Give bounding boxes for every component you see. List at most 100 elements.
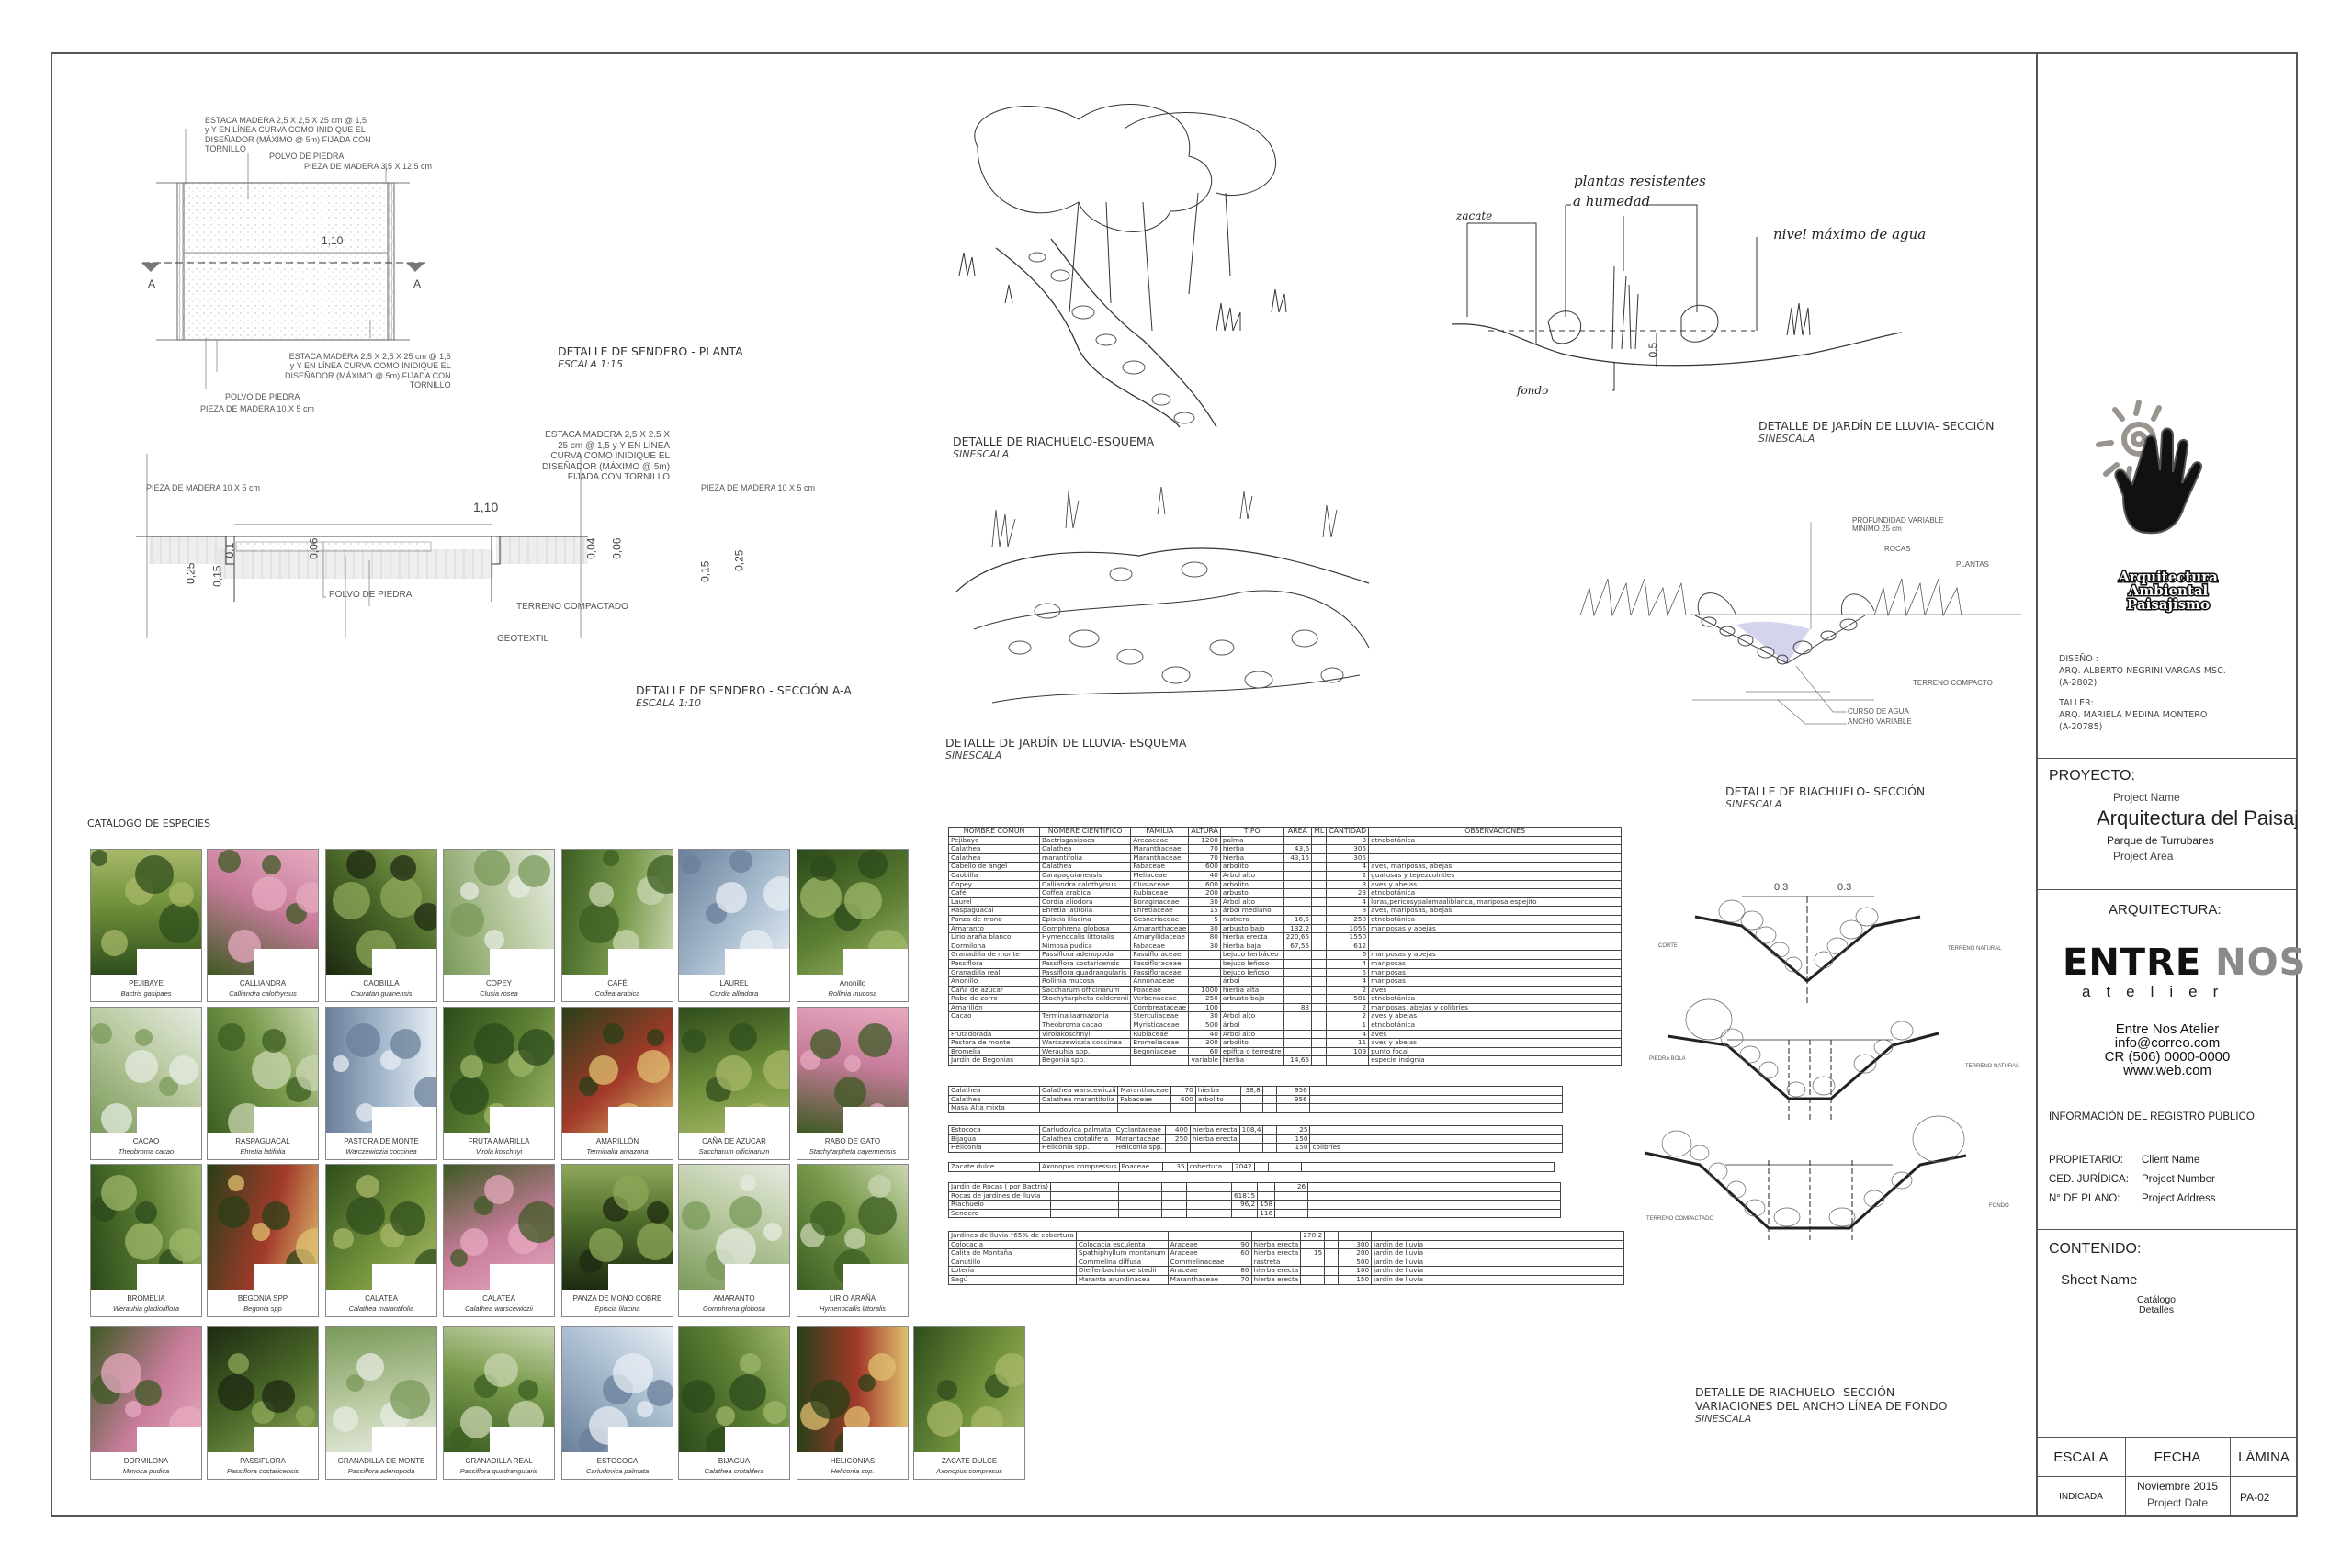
note-rocas: ROCAS — [1884, 545, 1911, 553]
table-cell: Passiflora costaricensis — [1038, 958, 1132, 969]
table-cell: Cyclantaceae — [1113, 1125, 1166, 1135]
detail-subtitle: VARIACIONES DEL ANCHO LÍNEA DE FONDO — [1695, 1399, 1948, 1413]
table-cell — [1300, 1162, 1555, 1172]
table-cell: Caobilla — [948, 870, 1040, 881]
table-cell: 38,8 — [1239, 1086, 1263, 1096]
photo-texture — [763, 1401, 786, 1424]
photo-inset — [843, 1264, 908, 1290]
species-scientific-name: Gomphrena globosa — [703, 1304, 765, 1313]
table-cell — [1300, 1266, 1326, 1276]
table-cell: 500 — [1338, 1257, 1373, 1268]
photo-texture — [390, 1380, 430, 1419]
photo-inset — [843, 949, 908, 975]
photo-texture — [356, 1353, 384, 1381]
table-cell — [1257, 1182, 1276, 1192]
firm-web[interactable]: www.web.com — [2123, 1063, 2211, 1078]
note-pieza-top: PIEZA DE MADERA 3,5 X 12,5 cm — [304, 162, 433, 171]
photo-texture — [296, 882, 318, 913]
table-cell — [1038, 1103, 1119, 1113]
table-cell: Ehretiaceae — [1130, 906, 1190, 916]
table-cell: Canutillo — [948, 1257, 1077, 1268]
note-fondo: FONDO — [1989, 1203, 2009, 1209]
table-cell — [1307, 1200, 1562, 1210]
table-cell: Ehretia latifolia — [1038, 906, 1132, 916]
table-cell — [1311, 923, 1328, 934]
detail-scale: SINESCALA — [1725, 798, 1782, 810]
table-cell — [1309, 1125, 1564, 1135]
table-cell — [1283, 1038, 1313, 1048]
column-header: OBSERVACIONES — [1368, 827, 1623, 837]
dimension-width: 1,10 — [322, 234, 344, 247]
table-cell: mariposas, abejas y colibríes — [1368, 1002, 1623, 1013]
table-cell: Maranthaceae — [1117, 1086, 1171, 1096]
table-cell: 1000 — [1188, 985, 1221, 996]
photo-texture — [159, 903, 199, 943]
dim-03-left: 0.3 — [1774, 882, 1789, 893]
table-cell: Terminaliaamazonia — [1038, 1011, 1132, 1022]
table-cell: 40 — [1188, 870, 1221, 881]
table-cell: Riachuelo — [948, 1200, 1051, 1210]
table-cell: 278,2 — [1300, 1231, 1326, 1241]
species-common-name: CAOBILLA — [363, 979, 400, 987]
table-cell — [1188, 950, 1221, 960]
table-cell — [1283, 879, 1313, 890]
table-cell — [1185, 1200, 1232, 1210]
species-common-name: GRANADILLA DE MONTE — [337, 1457, 425, 1465]
table-cell: Calathea — [948, 852, 1040, 863]
table-cell: aves y abejas — [1368, 1038, 1623, 1048]
species-common-name: CALLIANDRA — [239, 979, 287, 987]
table-cell: Lotería — [948, 1266, 1077, 1276]
table-cell: 150 — [1338, 1274, 1373, 1285]
table-cell: Clusiaceae — [1130, 879, 1190, 890]
section-mark-left: A — [148, 277, 156, 290]
photo-texture — [868, 1353, 896, 1381]
photo-inset — [608, 1264, 673, 1290]
table-cell: 40 — [1188, 1029, 1221, 1040]
species-scientific-name: Stachytarpheta cayennensis — [808, 1147, 897, 1156]
detail-title: DETALLE DE RIACHUELO- SECCIÓN — [1695, 1385, 1895, 1399]
table-cell — [1283, 1029, 1313, 1040]
table-cell — [1185, 1182, 1232, 1192]
table-cell: palma — [1219, 835, 1284, 846]
table-cell — [1300, 1239, 1326, 1250]
photo-texture — [810, 855, 836, 881]
dim-006-right: 0,06 — [610, 537, 624, 559]
table-cell: 305 — [1326, 844, 1370, 854]
table-cell: Cacao — [948, 1011, 1040, 1022]
column-header: ML — [1311, 827, 1328, 837]
photo-texture — [729, 850, 752, 873]
divider — [2037, 1229, 2298, 1230]
photo-texture — [647, 1380, 673, 1406]
table-cell: 60 — [1188, 1046, 1221, 1057]
photo-texture — [740, 1175, 756, 1191]
dim-05: 0,5 — [1646, 342, 1660, 358]
table-cell — [1283, 1011, 1313, 1022]
table-cell: hierba — [1194, 1086, 1241, 1096]
table-cell: Rubiaceae — [1130, 888, 1190, 898]
table-cell: jardín de lluvia — [1371, 1248, 1625, 1258]
firm-email[interactable]: info@correo.com — [2114, 1035, 2221, 1051]
title-sendero-seccion: DETALLE DE SENDERO - SECCIÓN A-A ESCALA … — [636, 683, 852, 709]
table-cell — [1283, 967, 1313, 978]
table-cell: Fabaceae — [1130, 941, 1190, 952]
table-cell: 35 — [1161, 1162, 1188, 1172]
table-cell: Saccharum officinarum — [1038, 985, 1132, 996]
cedula-value: Project Number — [2142, 1174, 2215, 1185]
table-cell: 5 — [1188, 914, 1221, 925]
table-cell: etnobotánica — [1368, 914, 1623, 925]
